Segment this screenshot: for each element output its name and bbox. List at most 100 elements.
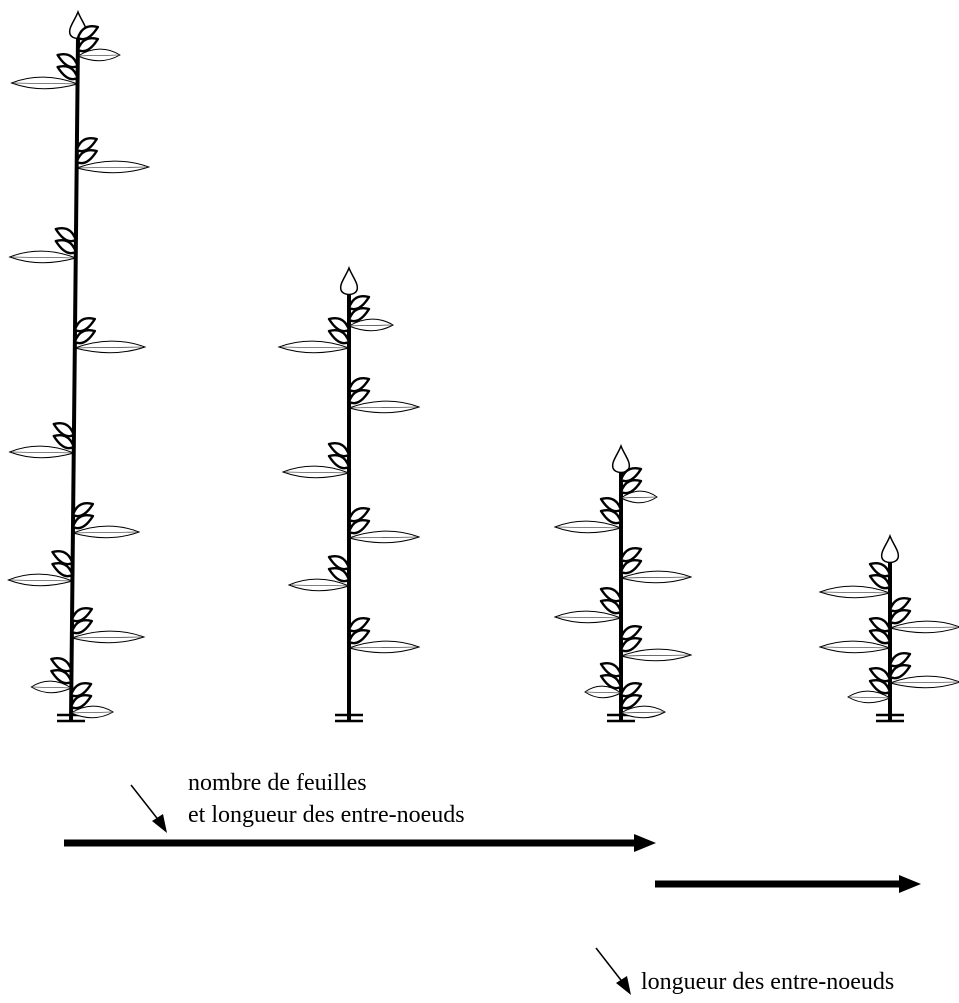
- leaf: [818, 585, 892, 599]
- leaf: [619, 648, 693, 662]
- plant-1: [7, 9, 151, 723]
- leaf: [30, 680, 73, 694]
- bract: [347, 388, 371, 405]
- leaf: [281, 465, 351, 479]
- bract: [619, 681, 643, 698]
- bract: [868, 628, 892, 645]
- bract: [888, 596, 912, 613]
- arrow-2: [655, 875, 921, 893]
- bract: [619, 636, 643, 653]
- bract: [327, 566, 351, 583]
- bract: [52, 433, 75, 450]
- leaf-vein: [620, 576, 688, 579]
- leaf-vein: [12, 451, 74, 454]
- bract: [347, 518, 371, 535]
- bract: [868, 561, 892, 578]
- bract: [69, 681, 93, 698]
- leaf-vein: [72, 531, 136, 534]
- bract: [54, 238, 77, 255]
- leaf-vein: [348, 406, 416, 409]
- leaf-vein: [348, 324, 391, 327]
- leaf: [69, 705, 115, 719]
- bract: [76, 24, 100, 41]
- pointer-2: [595, 947, 631, 995]
- leaf: [70, 630, 146, 644]
- leaf: [847, 690, 892, 704]
- bract: [868, 666, 892, 683]
- bract: [347, 294, 371, 311]
- bract: [71, 501, 95, 518]
- arrow-1-head: [634, 834, 656, 852]
- leaf: [10, 76, 80, 90]
- bract: [599, 661, 623, 678]
- leaf-vein: [11, 579, 73, 582]
- pointer-1-head: [152, 814, 167, 833]
- bract: [888, 608, 912, 625]
- leaf-vein: [823, 646, 891, 649]
- pointer-2-line: [595, 947, 625, 985]
- bract: [619, 546, 643, 563]
- bract: [599, 673, 623, 690]
- leaf: [619, 705, 666, 719]
- bract: [75, 148, 98, 165]
- leaf: [888, 620, 959, 634]
- bract: [619, 466, 643, 483]
- apical-bud: [339, 265, 359, 296]
- leaf-vein: [620, 711, 663, 714]
- leaf: [553, 520, 623, 534]
- leaf-vein: [77, 54, 118, 57]
- bract: [56, 64, 79, 81]
- bract: [56, 52, 79, 69]
- apical-bud: [611, 443, 631, 474]
- arrow-2-label: longueur des entre-noeuds: [641, 969, 895, 995]
- leaf-vein: [558, 526, 622, 529]
- bract: [327, 441, 351, 458]
- bract: [327, 453, 351, 470]
- bract: [347, 628, 371, 645]
- bract: [73, 328, 97, 345]
- leaf-vein: [620, 496, 656, 499]
- bract: [71, 513, 95, 530]
- leaf-vein: [348, 536, 416, 539]
- bract: [599, 598, 623, 615]
- leaf-vein: [33, 686, 72, 689]
- bract: [75, 136, 98, 153]
- leaf: [347, 400, 421, 414]
- leaf: [73, 340, 147, 354]
- pointer-2-head: [616, 976, 631, 995]
- leaf: [76, 48, 121, 62]
- leaf-vein: [291, 584, 350, 587]
- bract: [70, 618, 94, 635]
- bract: [868, 573, 892, 590]
- stem: [69, 36, 80, 722]
- bract: [868, 616, 892, 633]
- bract: [52, 421, 75, 438]
- bract: [347, 376, 371, 393]
- leaf: [8, 445, 76, 459]
- bract: [599, 586, 623, 603]
- arrow-1: [64, 834, 656, 852]
- leaf-vein: [74, 346, 142, 349]
- leaf-vein: [889, 626, 957, 629]
- bract: [51, 561, 74, 578]
- arrow-1-label-line1: nombre de feuilles: [188, 770, 367, 796]
- bract: [76, 36, 100, 53]
- plants-layer: [7, 9, 959, 723]
- apical-bud: [880, 533, 900, 564]
- leaf: [8, 250, 78, 264]
- arrow-2-head: [899, 875, 921, 893]
- leaf-vein: [71, 636, 141, 639]
- leaf: [347, 640, 421, 654]
- leaf: [553, 610, 623, 624]
- plant-2: [277, 265, 421, 723]
- leaf-vein: [586, 691, 622, 694]
- bract: [599, 508, 623, 525]
- leaf: [818, 640, 892, 654]
- leaf: [888, 675, 959, 689]
- leaf: [7, 573, 74, 587]
- plant-3: [553, 443, 693, 723]
- bract: [327, 316, 351, 333]
- bract: [70, 606, 94, 623]
- bract: [51, 549, 74, 566]
